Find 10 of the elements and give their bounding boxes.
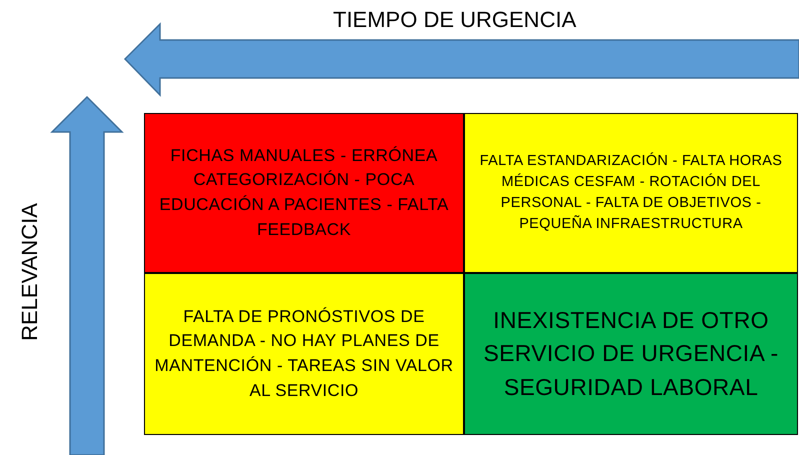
cell-text: FALTA ESTANDARIZACIÓN - FALTA HORAS MÉDICAS CESFAM - ROTACIÓN DEL PERSONAL - FALTA DE OBJETIVOS - PEQUEÑA INFRAESTRUCTURA	[478, 151, 784, 234]
matrix-cell	[144, 273, 464, 435]
cell-text: INEXISTENCIA DE OTRO SERVICIO DE URGENCIA - SEGURIDAD LABORAL	[482, 306, 780, 402]
matrix-cell	[464, 113, 798, 273]
cell-text: FICHAS MANUALES - ERRÓNEA CATEGORIZACIÓN - POCA EDUCACIÓN A PACIENTES - FALTA FEEDBACK	[158, 144, 450, 241]
matrix-cell	[144, 113, 464, 273]
axis-title: TIEMPO DE URGENCIA	[333, 7, 576, 33]
cell-text: FALTA DE PRONÓSTIVOS DE DEMANDA - NO HAY PLANES DE MANTENCIÓN - TAREAS SIN VALOR AL SERVICIO	[154, 306, 454, 402]
matrix-cell	[464, 273, 798, 435]
axis-title: RELEVANCIA	[17, 203, 43, 341]
